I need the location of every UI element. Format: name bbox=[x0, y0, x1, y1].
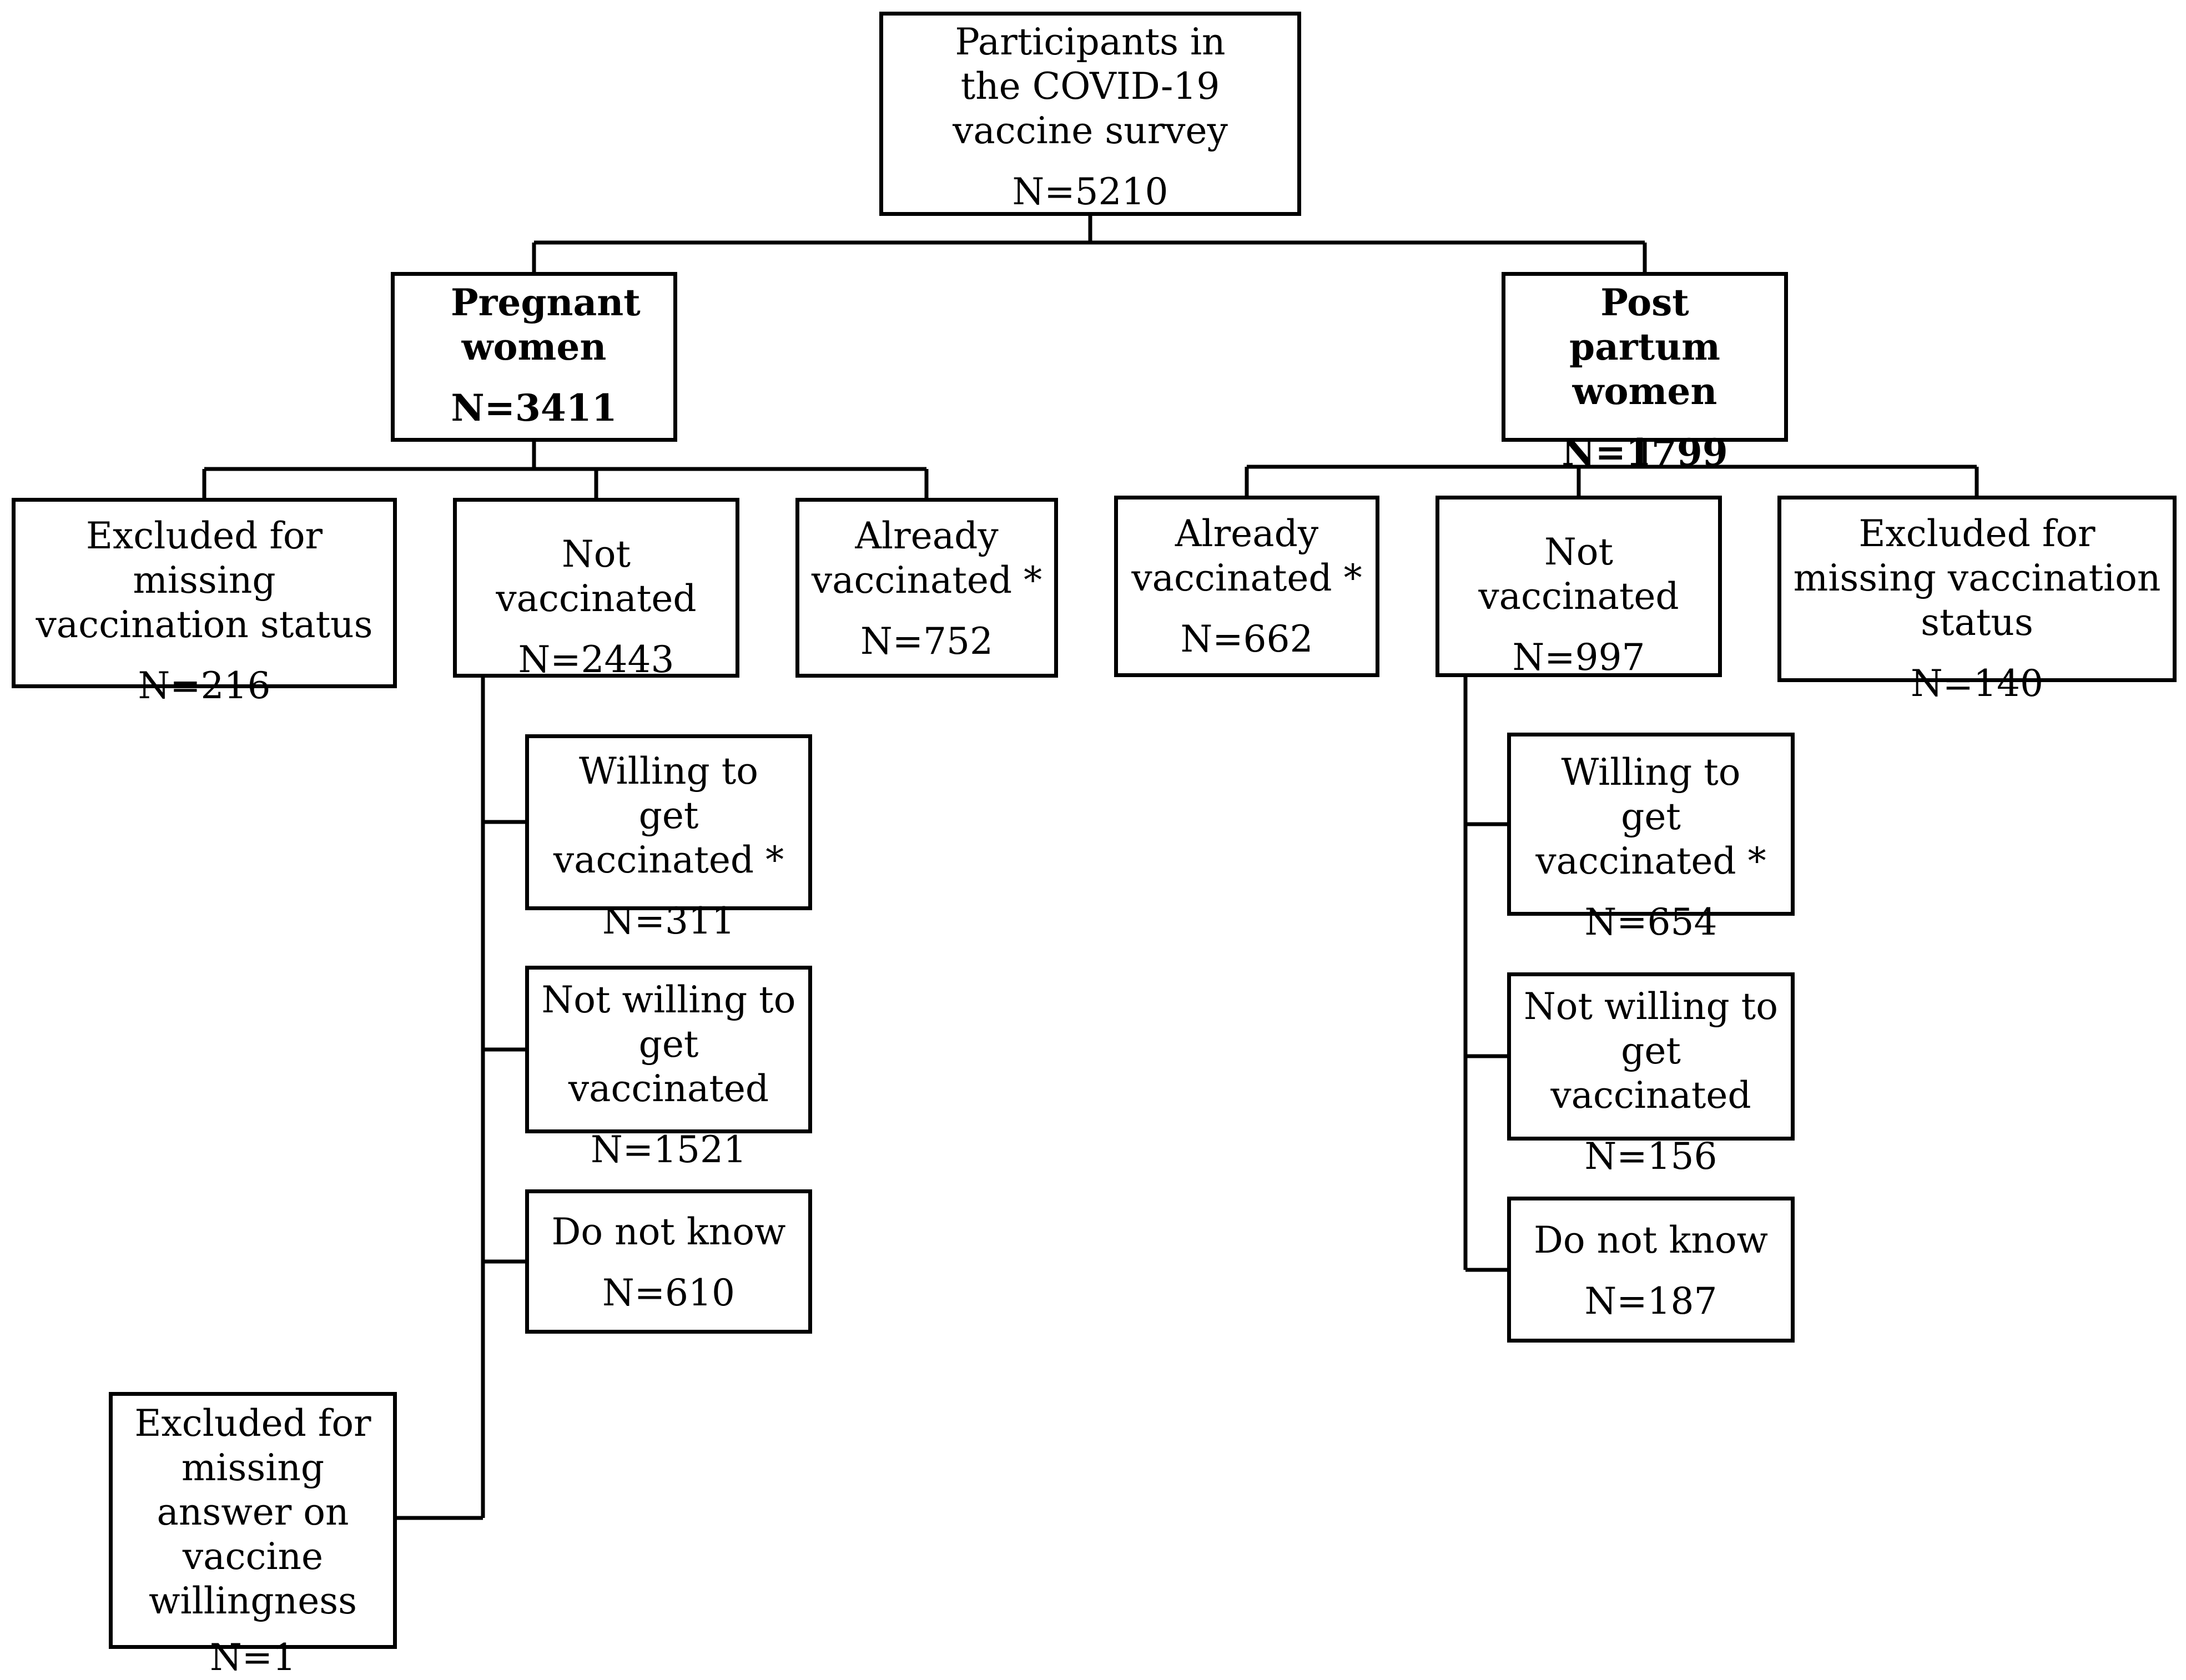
pregnant-already-vaccinated-label: Already vaccinated * bbox=[811, 514, 1042, 602]
post-partum-willing-label: Willing to get vaccinated * bbox=[1535, 751, 1766, 882]
pregnant-already-vaccinated-box: Already vaccinated * N=752 bbox=[795, 498, 1058, 678]
pregnant-do-not-know-count: N=610 bbox=[602, 1272, 736, 1314]
post-partum-already-vaccinated-count: N=662 bbox=[1180, 618, 1313, 660]
post-partum-excluded-vaccination-status-box: Excluded for missing vaccination status … bbox=[1777, 496, 2177, 705]
post-partum-not-willing-count: N=156 bbox=[1584, 1135, 1717, 1178]
post-partum-not-vaccinated-count: N=997 bbox=[1512, 636, 1645, 679]
pregnant-do-not-know-box: Do not know N=610 bbox=[525, 1189, 812, 1334]
post-partum-women-box: Post partum women N=1799 bbox=[1502, 272, 1788, 474]
pregnant-not-vaccinated-count: N=2443 bbox=[518, 638, 674, 681]
pregnant-not-vaccinated-label: Not vaccinated bbox=[496, 533, 697, 620]
pregnant-excluded-vaccination-status-box: Excluded for missing vaccination status … bbox=[12, 498, 397, 707]
post-partum-not-vaccinated-box: Not vaccinated N=997 bbox=[1435, 496, 1722, 679]
pregnant-already-vaccinated-count: N=752 bbox=[860, 620, 994, 663]
post-partum-excluded-count: N=140 bbox=[1910, 662, 2044, 705]
pregnant-not-willing-box: Not willing to get vaccinated N=1521 bbox=[525, 966, 812, 1171]
post-partum-do-not-know-label: Do not know bbox=[1533, 1219, 1769, 1262]
pregnant-label: Pregnant women bbox=[451, 281, 641, 369]
post-partum-excluded-label: Excluded for missing vaccination status bbox=[1793, 512, 2161, 644]
pregnant-willing-label: Willing to get vaccinated * bbox=[553, 750, 784, 881]
pregnant-missing-willingness-count: N=1 bbox=[209, 1636, 296, 1679]
pregnant-not-willing-count: N=1521 bbox=[590, 1128, 747, 1171]
pregnant-count: N=3411 bbox=[451, 386, 617, 430]
pregnant-not-willing-label: Not willing to get vaccinated bbox=[541, 978, 796, 1110]
post-partum-label: Post partum women bbox=[1569, 281, 1720, 413]
post-partum-willing-box: Willing to get vaccinated * N=654 bbox=[1507, 733, 1795, 944]
pregnant-not-vaccinated-box: Not vaccinated N=2443 bbox=[453, 498, 739, 681]
root-count: N=5210 bbox=[1012, 170, 1168, 213]
root-label: Participants in the COVID-19 vaccine sur… bbox=[953, 21, 1228, 152]
pregnant-missing-willingness-label: Excluded for missing answer on vaccine w… bbox=[134, 1402, 371, 1622]
pregnant-excluded-count: N=216 bbox=[138, 664, 271, 707]
post-partum-willing-count: N=654 bbox=[1584, 901, 1717, 944]
post-partum-not-willing-label: Not willing to get vaccinated bbox=[1524, 985, 1778, 1117]
post-partum-already-vaccinated-box: Already vaccinated * N=662 bbox=[1114, 496, 1379, 677]
post-partum-do-not-know-count: N=187 bbox=[1584, 1280, 1717, 1323]
post-partum-already-vaccinated-label: Already vaccinated * bbox=[1131, 512, 1362, 599]
pregnant-do-not-know-label: Do not know bbox=[551, 1210, 786, 1253]
root-participants-box: Participants in the COVID-19 vaccine sur… bbox=[879, 12, 1301, 216]
pregnant-willing-count: N=311 bbox=[602, 900, 736, 942]
post-partum-not-willing-box: Not willing to get vaccinated N=156 bbox=[1507, 972, 1795, 1178]
pregnant-missing-willingness-box: Excluded for missing answer on vaccine w… bbox=[109, 1392, 397, 1679]
post-partum-count: N=1799 bbox=[1562, 431, 1728, 474]
post-partum-do-not-know-box: Do not know N=187 bbox=[1507, 1197, 1795, 1343]
pregnant-willing-box: Willing to get vaccinated * N=311 bbox=[525, 734, 812, 942]
pregnant-excluded-label: Excluded for missing vaccination status bbox=[36, 514, 373, 646]
pregnant-women-box: Pregnant women N=3411 bbox=[391, 272, 677, 442]
post-partum-not-vaccinated-label: Not vaccinated bbox=[1478, 531, 1679, 618]
